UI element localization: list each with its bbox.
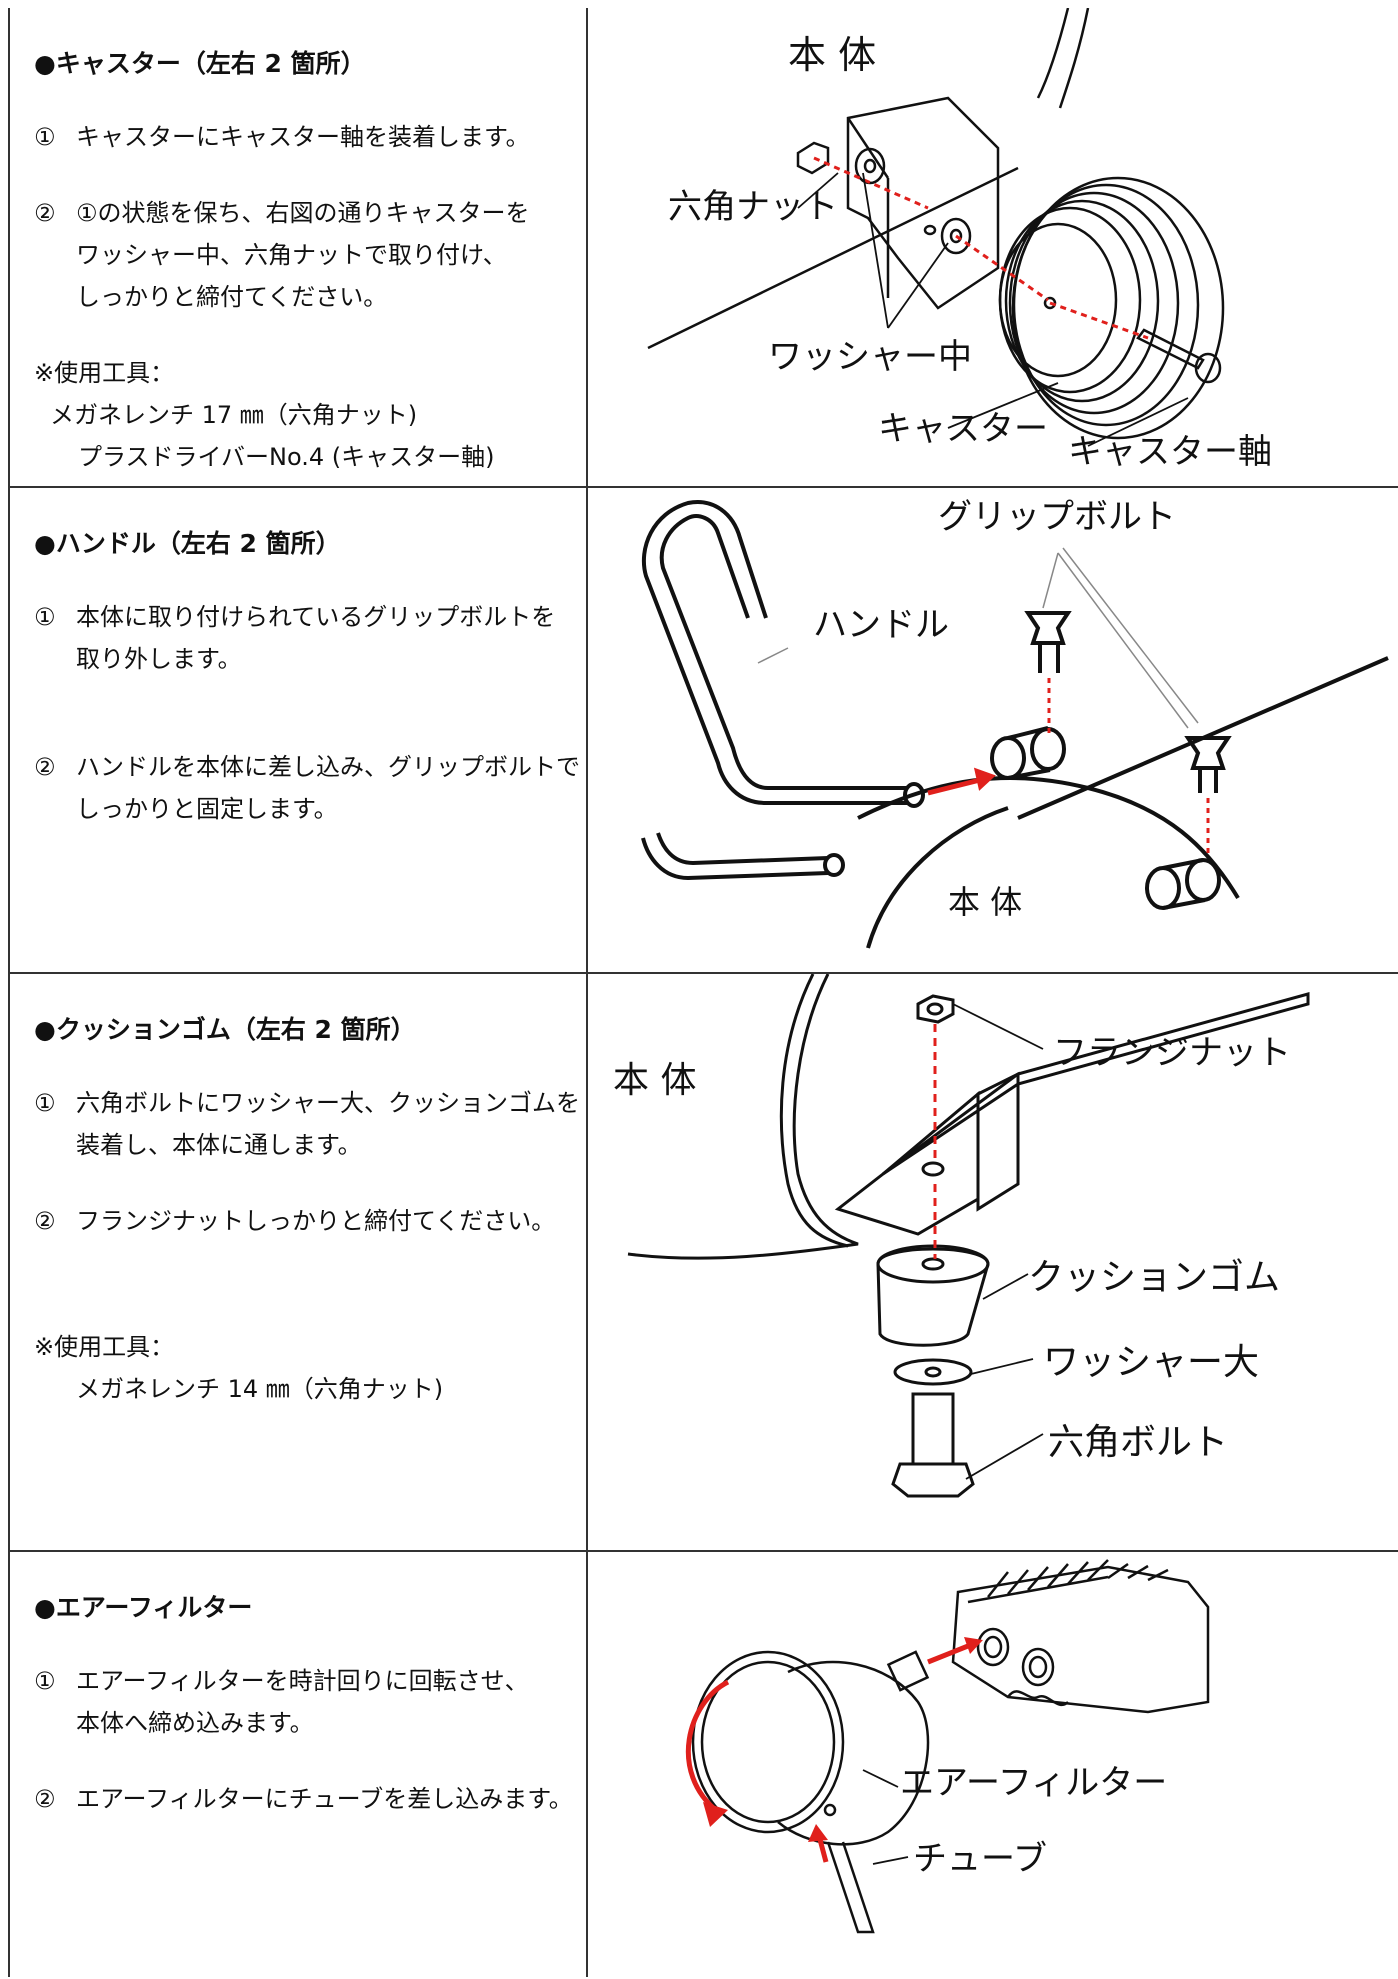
step-text: 六角ボルトにワッシャー大、クッションゴムを 装着し、本体に通します。: [76, 1089, 580, 1159]
caster-instructions: ●キャスター（左右 2 箇所） ① キャスターにキャスター軸を装着します。 ② …: [8, 8, 588, 486]
air-filter-instructions: ●エアーフィルター ① エアーフィルターを時計回りに回転させ、 本体へ締め込みま…: [8, 1552, 588, 1977]
caster-diagram: 本 体 六角ナット ワッシャー中 キャスター キャスター軸: [588, 8, 1396, 486]
step-text: ①の状態を保ち、右図の通りキャスターを ワッシャー中、六角ナットで取り付け、 し…: [76, 199, 530, 311]
section-cushion: ●クッションゴム（左右 2 箇所） ① 六角ボルトにワッシャー大、クッションゴム…: [8, 974, 1398, 1552]
label-grip-bolt: グリップボルト: [938, 497, 1176, 537]
step-number: ①: [34, 123, 56, 151]
air-filter-step-2: ② エアーフィルターにチューブを差し込みます。: [34, 1778, 586, 1820]
step-text: エアーフィルターにチューブを差し込みます。: [76, 1785, 573, 1813]
step-text: フランジナットしっかりと締付てください。: [76, 1207, 556, 1235]
air-filter-heading: ●エアーフィルター: [34, 1593, 253, 1622]
label-main-body: 本 体: [788, 33, 876, 77]
step-number: ②: [34, 1207, 56, 1235]
label-hex-bolt: 六角ボルト: [1048, 1422, 1228, 1463]
tool-item: メガネレンチ 17 ㎜（六角ナット): [50, 401, 418, 429]
section-caster: ●キャスター（左右 2 箇所） ① キャスターにキャスター軸を装着します。 ② …: [8, 8, 1398, 488]
handle-step-2: ② ハンドルを本体に差し込み、グリップボルトで しっかりと固定します。: [34, 746, 586, 830]
label-handle: ハンドル: [813, 605, 949, 645]
step-text: キャスターにキャスター軸を装着します。: [76, 123, 530, 151]
caster-illustration: 本 体 六角ナット ワッシャー中 キャスター キャスター軸: [647, 8, 1272, 472]
caster-heading: ●キャスター（左右 2 箇所）: [34, 49, 366, 78]
handle-step-1: ① 本体に取り付けられているグリップボルトを 取り外します。: [34, 596, 586, 680]
handle-diagram: グリップボルト ハンドル 本 体: [588, 488, 1396, 972]
step-number: ①: [34, 1667, 56, 1695]
cushion-heading: ●クッションゴム（左右 2 箇所）: [34, 1015, 416, 1044]
section-air-filter: ●エアーフィルター ① エアーフィルターを時計回りに回転させ、 本体へ締め込みま…: [8, 1552, 1398, 1977]
label-tube: チューブ: [913, 1839, 1047, 1879]
cushion-step-2: ② フランジナットしっかりと締付てください。: [34, 1200, 586, 1242]
label-caster-axle: キャスター軸: [1068, 432, 1272, 472]
tools-label: ※使用工具：: [34, 1333, 175, 1361]
tools-label: ※使用工具：: [34, 359, 175, 387]
cushion-illustration: 本 体 フランジナット クッションゴム ワッシャー大 六角ボルト: [613, 974, 1310, 1498]
step-text: エアーフィルターを時計回りに回転させ、 本体へ締め込みます。: [76, 1667, 529, 1737]
cushion-instructions: ●クッションゴム（左右 2 箇所） ① 六角ボルトにワッシャー大、クッションゴム…: [8, 974, 588, 1550]
label-cushion-rubber: クッションゴム: [1028, 1257, 1280, 1298]
section-handle: ●ハンドル（左右 2 箇所） ① 本体に取り付けられているグリップボルトを 取り…: [8, 488, 1398, 974]
handle-illustration: グリップボルト ハンドル 本 体: [641, 497, 1389, 949]
handle-heading: ●ハンドル（左右 2 箇所）: [34, 529, 341, 558]
label-body: 本 体: [948, 883, 1022, 921]
step-text: 本体に取り付けられているグリップボルトを 取り外します。: [76, 603, 556, 673]
tool-item: プラスドライバーNo.4 (キャスター軸): [78, 443, 495, 471]
cushion-step-1: ① 六角ボルトにワッシャー大、クッションゴムを 装着し、本体に通します。: [34, 1082, 586, 1166]
air-filter-diagram: エアーフィルター チューブ: [588, 1552, 1396, 1977]
label-hex-nut: 六角ナット: [668, 187, 838, 227]
step-number: ②: [34, 1785, 56, 1813]
step-number: ②: [34, 753, 56, 781]
label-washer-medium: ワッシャー中: [768, 337, 972, 377]
air-filter-step-1: ① エアーフィルターを時計回りに回転させ、 本体へ締め込みます。: [34, 1660, 586, 1744]
caster-step-1: ① キャスターにキャスター軸を装着します。: [34, 116, 586, 158]
label-caster: キャスター: [878, 409, 1048, 449]
caster-step-2: ② ①の状態を保ち、右図の通りキャスターを ワッシャー中、六角ナットで取り付け、…: [34, 192, 586, 318]
label-body: 本 体: [613, 1060, 696, 1101]
label-flange-nut: フランジナット: [1053, 1033, 1291, 1073]
cushion-diagram: 本 体 フランジナット クッションゴム ワッシャー大 六角ボルト: [588, 974, 1396, 1550]
step-number: ②: [34, 199, 56, 227]
step-number: ①: [34, 603, 56, 631]
handle-instructions: ●ハンドル（左右 2 箇所） ① 本体に取り付けられているグリップボルトを 取り…: [8, 488, 588, 972]
label-air-filter: エアーフィルター: [900, 1763, 1167, 1803]
label-washer-large: ワッシャー大: [1043, 1342, 1259, 1383]
step-number: ①: [34, 1089, 56, 1117]
tool-item: メガネレンチ 14 ㎜（六角ナット): [76, 1375, 444, 1403]
step-text: ハンドルを本体に差し込み、グリップボルトで しっかりと固定します。: [76, 753, 580, 823]
air-filter-illustration: エアーフィルター チューブ: [685, 1559, 1210, 1934]
assembly-table: ●キャスター（左右 2 箇所） ① キャスターにキャスター軸を装着します。 ② …: [8, 8, 1398, 1977]
